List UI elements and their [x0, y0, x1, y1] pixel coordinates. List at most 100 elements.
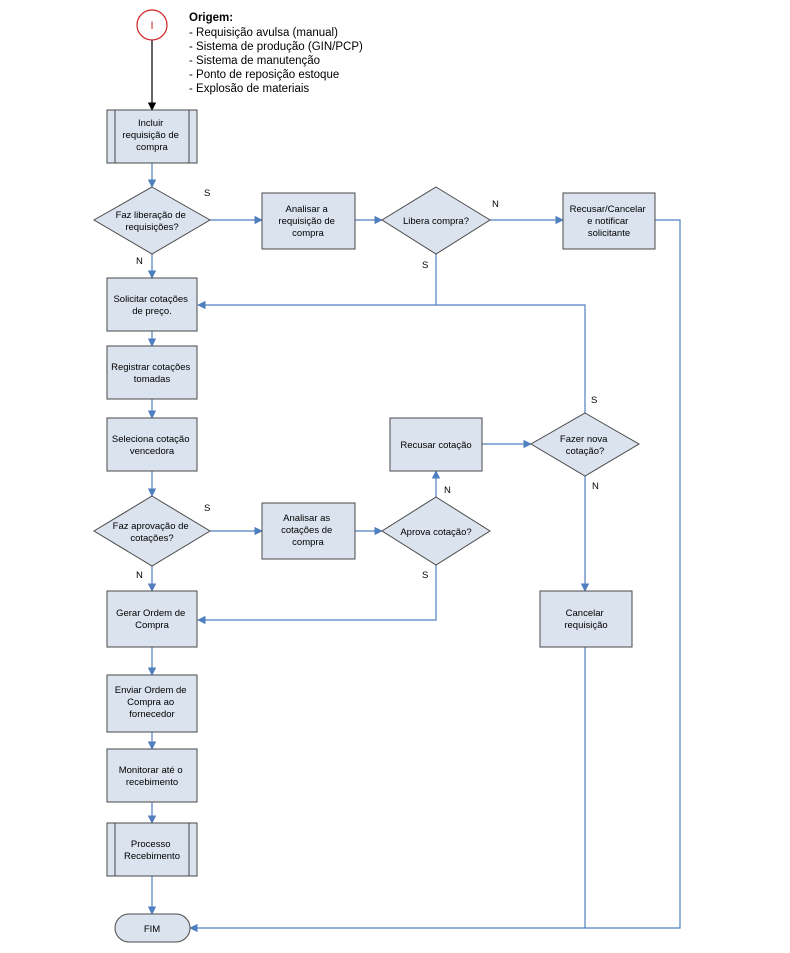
- seleciona-line: Seleciona cotação: [112, 434, 190, 445]
- solicitar-line: de preço.: [132, 306, 172, 317]
- fazer-nova-line: Fazer nova: [560, 434, 608, 445]
- edge-label-n: N: [492, 199, 499, 210]
- enviar-line: Enviar Ordem de: [115, 685, 187, 696]
- recusar-cot-label: Recusar cotação: [400, 440, 471, 451]
- analisar-cot-line: Analisar as: [283, 513, 330, 524]
- cancelar-req-label: Cancelar requisição: [564, 608, 607, 631]
- faz-lib-line: Faz liberação de: [116, 210, 186, 221]
- process-analisar-cotacoes: Analisar as cotações de compra: [261, 502, 356, 560]
- analisar-req-line: compra: [292, 228, 324, 239]
- recusar-cancelar-line: e notificar: [587, 216, 628, 227]
- faz-aprov-label: Faz aprovação de cotações?: [113, 521, 192, 544]
- edge-label-s: S: [591, 395, 597, 406]
- analisar-cot-line: cotações de: [281, 525, 332, 536]
- terminator-fim: FIM: [114, 913, 191, 943]
- fazer-nova-label: Fazer nova cotação?: [560, 434, 610, 457]
- edge-aprova-gerar: [197, 565, 437, 625]
- analisar-cot-label: Analisar as cotações de compra: [281, 513, 335, 548]
- origin-item: - Explosão de materiais: [189, 83, 309, 95]
- edge-labels: S N N S S N N S N S: [136, 188, 599, 581]
- faz-aprov-line: Faz aprovação de: [113, 521, 189, 532]
- fazer-nova-line: cotação?: [566, 446, 605, 457]
- origin-item: - Ponto de reposição estoque: [189, 69, 339, 81]
- solicitar-line: Solicitar cotações: [113, 294, 188, 305]
- processo-label: Processo Recebimento: [124, 839, 180, 862]
- edge-label-s: S: [422, 570, 428, 581]
- gerar-label: Gerar Ordem de Compra: [116, 608, 188, 631]
- decision-faz-liberacao: Faz liberação de requisições?: [93, 186, 211, 255]
- faz-aprov-line: cotações?: [130, 533, 173, 544]
- predefined-process-recebimento: Processo Recebimento: [106, 822, 198, 877]
- analisar-req-line: Analisar a: [286, 204, 329, 215]
- enviar-line: fornecedor: [129, 709, 174, 720]
- predefined-process-incluir: Incluir requisição de compra: [106, 109, 198, 164]
- process-analisar-requisicao: Analisar a requisição de compra: [261, 192, 356, 250]
- process-registrar: Registrar cotações tomadas: [106, 345, 198, 400]
- faz-lib-line: requisições?: [125, 222, 178, 233]
- faz-lib-label: Faz liberação de requisições?: [116, 210, 189, 233]
- analisar-req-line: requisição de: [278, 216, 335, 227]
- incluir-line: compra: [136, 142, 168, 153]
- origin-item: - Requisição avulsa (manual): [189, 27, 338, 39]
- monitorar-line: Monitorar até o: [119, 765, 183, 776]
- decision-aprova-cotacao: Aprova cotação?: [381, 496, 491, 566]
- edge-label-n: N: [136, 570, 143, 581]
- process-monitorar: Monitorar até o recebimento: [106, 748, 198, 803]
- fim-label: FIM: [144, 924, 160, 935]
- process-enviar-ordem: Enviar Ordem de Compra ao fornecedor: [106, 674, 198, 733]
- edge-label-s: S: [204, 503, 210, 514]
- decision-faz-aprovacao: Faz aprovação de cotações?: [93, 495, 211, 567]
- edge-label-s: S: [422, 260, 428, 271]
- edge-label-n: N: [592, 481, 599, 492]
- process-solicitar: Solicitar cotações de preço.: [106, 277, 198, 332]
- registrar-line: tomadas: [134, 374, 171, 385]
- start-node: I: [136, 9, 168, 41]
- monitorar-label: Monitorar até o recebimento: [119, 765, 186, 788]
- decision-libera-compra: Libera compra?: [381, 186, 491, 255]
- edge-label-n: N: [444, 485, 451, 496]
- origin-note: Origem: - Requisição avulsa (manual) - S…: [189, 12, 363, 95]
- libera-label: Libera compra?: [403, 216, 469, 227]
- registrar-line: Registrar cotações: [111, 362, 190, 373]
- decision-fazer-nova-cotacao: Fazer nova cotação?: [530, 412, 640, 477]
- incluir-line: requisição de: [122, 130, 179, 141]
- aprova-label: Aprova cotação?: [400, 527, 471, 538]
- registrar-label: Registrar cotações tomadas: [111, 362, 193, 385]
- process-seleciona: Seleciona cotação vencedora: [106, 417, 198, 472]
- cancelar-req-line: requisição: [564, 620, 607, 631]
- process-recusar-cotacao: Recusar cotação: [389, 417, 483, 472]
- process-recusar-cancelar: Recusar/Cancelar e notificar solicitante: [562, 192, 656, 250]
- cancelar-req-line: Cancelar: [566, 608, 604, 619]
- edge-label-n: N: [136, 256, 143, 267]
- recusar-cancelar-line: solicitante: [588, 228, 630, 239]
- edge-label-s: S: [204, 188, 210, 199]
- monitorar-line: recebimento: [126, 777, 178, 788]
- solicitar-label: Solicitar cotações de preço.: [113, 294, 190, 317]
- incluir-label: Incluir requisição de compra: [122, 118, 181, 153]
- processo-line: Recebimento: [124, 851, 180, 862]
- origin-item: - Sistema de produção (GIN/PCP): [189, 41, 363, 53]
- analisar-req-label: Analisar a requisição de compra: [278, 204, 337, 239]
- start-symbol: I: [150, 20, 153, 32]
- edge-recusar-fim: [585, 219, 681, 929]
- incluir-line: Incluir: [138, 118, 163, 129]
- processo-line: Processo: [131, 839, 171, 850]
- recusar-cancelar-label: Recusar/Cancelar e notificar solicitante: [570, 204, 649, 239]
- analisar-cot-line: compra: [292, 537, 324, 548]
- origin-title: Origem:: [189, 12, 233, 24]
- process-cancelar-requisicao: Cancelar requisição: [539, 590, 633, 648]
- origin-item: - Sistema de manutenção: [189, 55, 320, 67]
- gerar-line: Compra: [135, 620, 170, 631]
- recusar-cancelar-line: Recusar/Cancelar: [570, 204, 646, 215]
- seleciona-line: vencedora: [130, 446, 175, 457]
- process-gerar-ordem: Gerar Ordem de Compra: [106, 590, 198, 648]
- connectors: [147, 40, 681, 933]
- enviar-label: Enviar Ordem de Compra ao fornecedor: [115, 685, 189, 720]
- seleciona-label: Seleciona cotação vencedora: [112, 434, 192, 457]
- edge-cancelar-fim: [189, 647, 586, 933]
- edge-libera-solicitar: [197, 254, 437, 310]
- gerar-line: Gerar Ordem de: [116, 608, 185, 619]
- enviar-line: Compra ao: [127, 697, 174, 708]
